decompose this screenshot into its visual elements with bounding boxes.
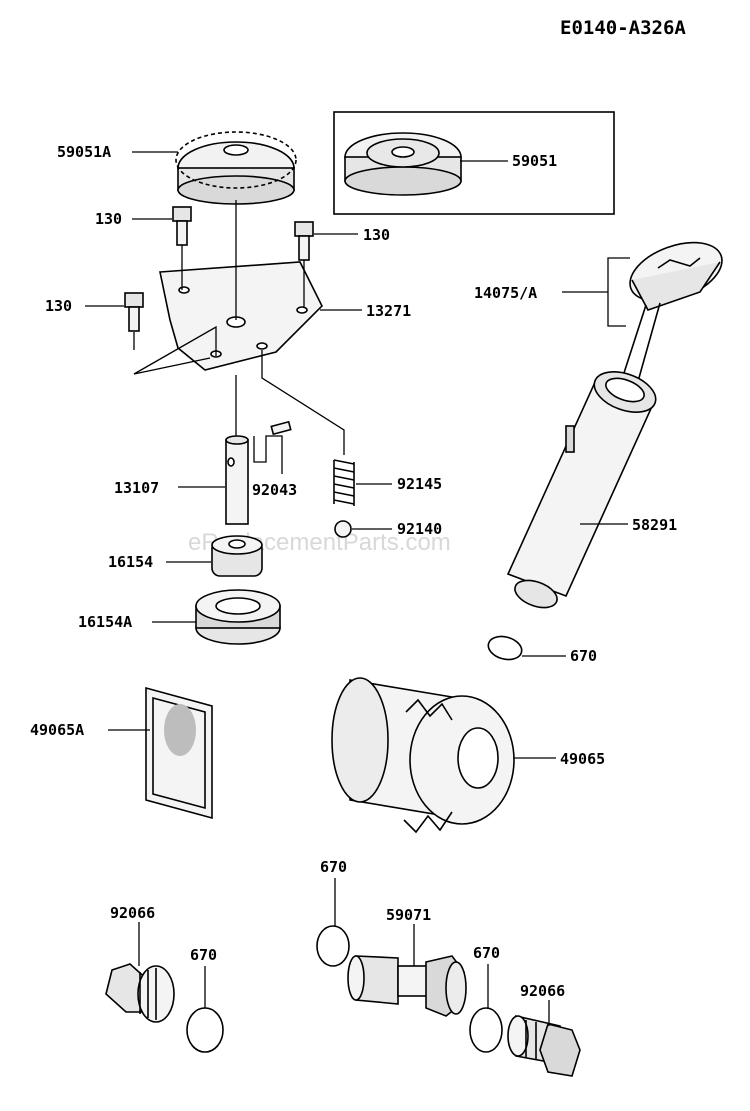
drain-plug-92066-right[interactable] <box>507 1014 581 1077</box>
label-92043: 92043 <box>252 481 297 499</box>
o-ring-670-tube[interactable] <box>486 633 525 663</box>
connector-bolt-left-leg <box>133 325 217 375</box>
label-49065: 49065 <box>560 750 605 768</box>
drain-plug-92066-left[interactable] <box>105 963 175 1023</box>
label-92066-left: 92066 <box>110 904 155 922</box>
label-130-top: 130 <box>95 210 122 228</box>
fitting-59071[interactable] <box>347 955 467 1017</box>
oil-filter-49065[interactable] <box>331 677 515 834</box>
pin-92043[interactable] <box>270 420 292 436</box>
label-13271: 13271 <box>366 302 411 320</box>
label-14075a: 14075/A <box>474 284 537 302</box>
label-130-left: 130 <box>45 297 72 315</box>
filter-screen-49065a[interactable] <box>145 686 213 820</box>
connector-bolt-left-leg2 <box>133 357 211 375</box>
label-49065a: 49065A <box>30 721 84 739</box>
leader-14075a-bracket <box>607 257 630 327</box>
label-92066-right: 92066 <box>520 982 565 1000</box>
screen-mesh <box>164 704 196 756</box>
label-13107: 13107 <box>114 479 159 497</box>
dipstick-14075a[interactable] <box>611 231 730 411</box>
bolt-130-right[interactable] <box>294 221 314 261</box>
box-59051 <box>333 111 615 215</box>
label-59071: 59071 <box>386 906 431 924</box>
label-16154: 16154 <box>108 553 153 571</box>
label-59051: 59051 <box>512 152 557 170</box>
o-ring-670-left[interactable] <box>186 1007 224 1053</box>
label-58291: 58291 <box>632 516 677 534</box>
rotor-16154[interactable] <box>211 535 263 577</box>
gear-59051a[interactable] <box>175 131 297 205</box>
bolt-130-top[interactable] <box>172 206 192 246</box>
label-670-tube: 670 <box>570 647 597 665</box>
ball-92140[interactable] <box>334 520 352 538</box>
gear-59051[interactable] <box>344 132 462 196</box>
o-ring-670-right[interactable] <box>469 1007 503 1053</box>
spring-92145[interactable] <box>333 459 355 506</box>
label-92140: 92140 <box>397 520 442 538</box>
o-ring-670-middle[interactable] <box>316 925 350 967</box>
label-59051a: 59051A <box>57 143 111 161</box>
label-670-right: 670 <box>473 944 500 962</box>
dipstick-tube-58291[interactable] <box>506 364 661 613</box>
connector-plate-to-spring <box>261 350 345 455</box>
cover-plate-13271[interactable] <box>159 261 323 371</box>
label-92145: 92145 <box>397 475 442 493</box>
outer-rotor-16154a[interactable] <box>195 589 281 645</box>
bolt-130-left[interactable] <box>124 292 144 332</box>
diagram-code: E0140-A326A <box>560 17 686 39</box>
leader-92043 <box>253 435 283 474</box>
label-16154a: 16154A <box>78 613 132 631</box>
shaft-13107[interactable] <box>225 435 249 525</box>
label-670-left: 670 <box>190 946 217 964</box>
label-670-middle: 670 <box>320 858 347 876</box>
label-130-right: 130 <box>363 226 390 244</box>
